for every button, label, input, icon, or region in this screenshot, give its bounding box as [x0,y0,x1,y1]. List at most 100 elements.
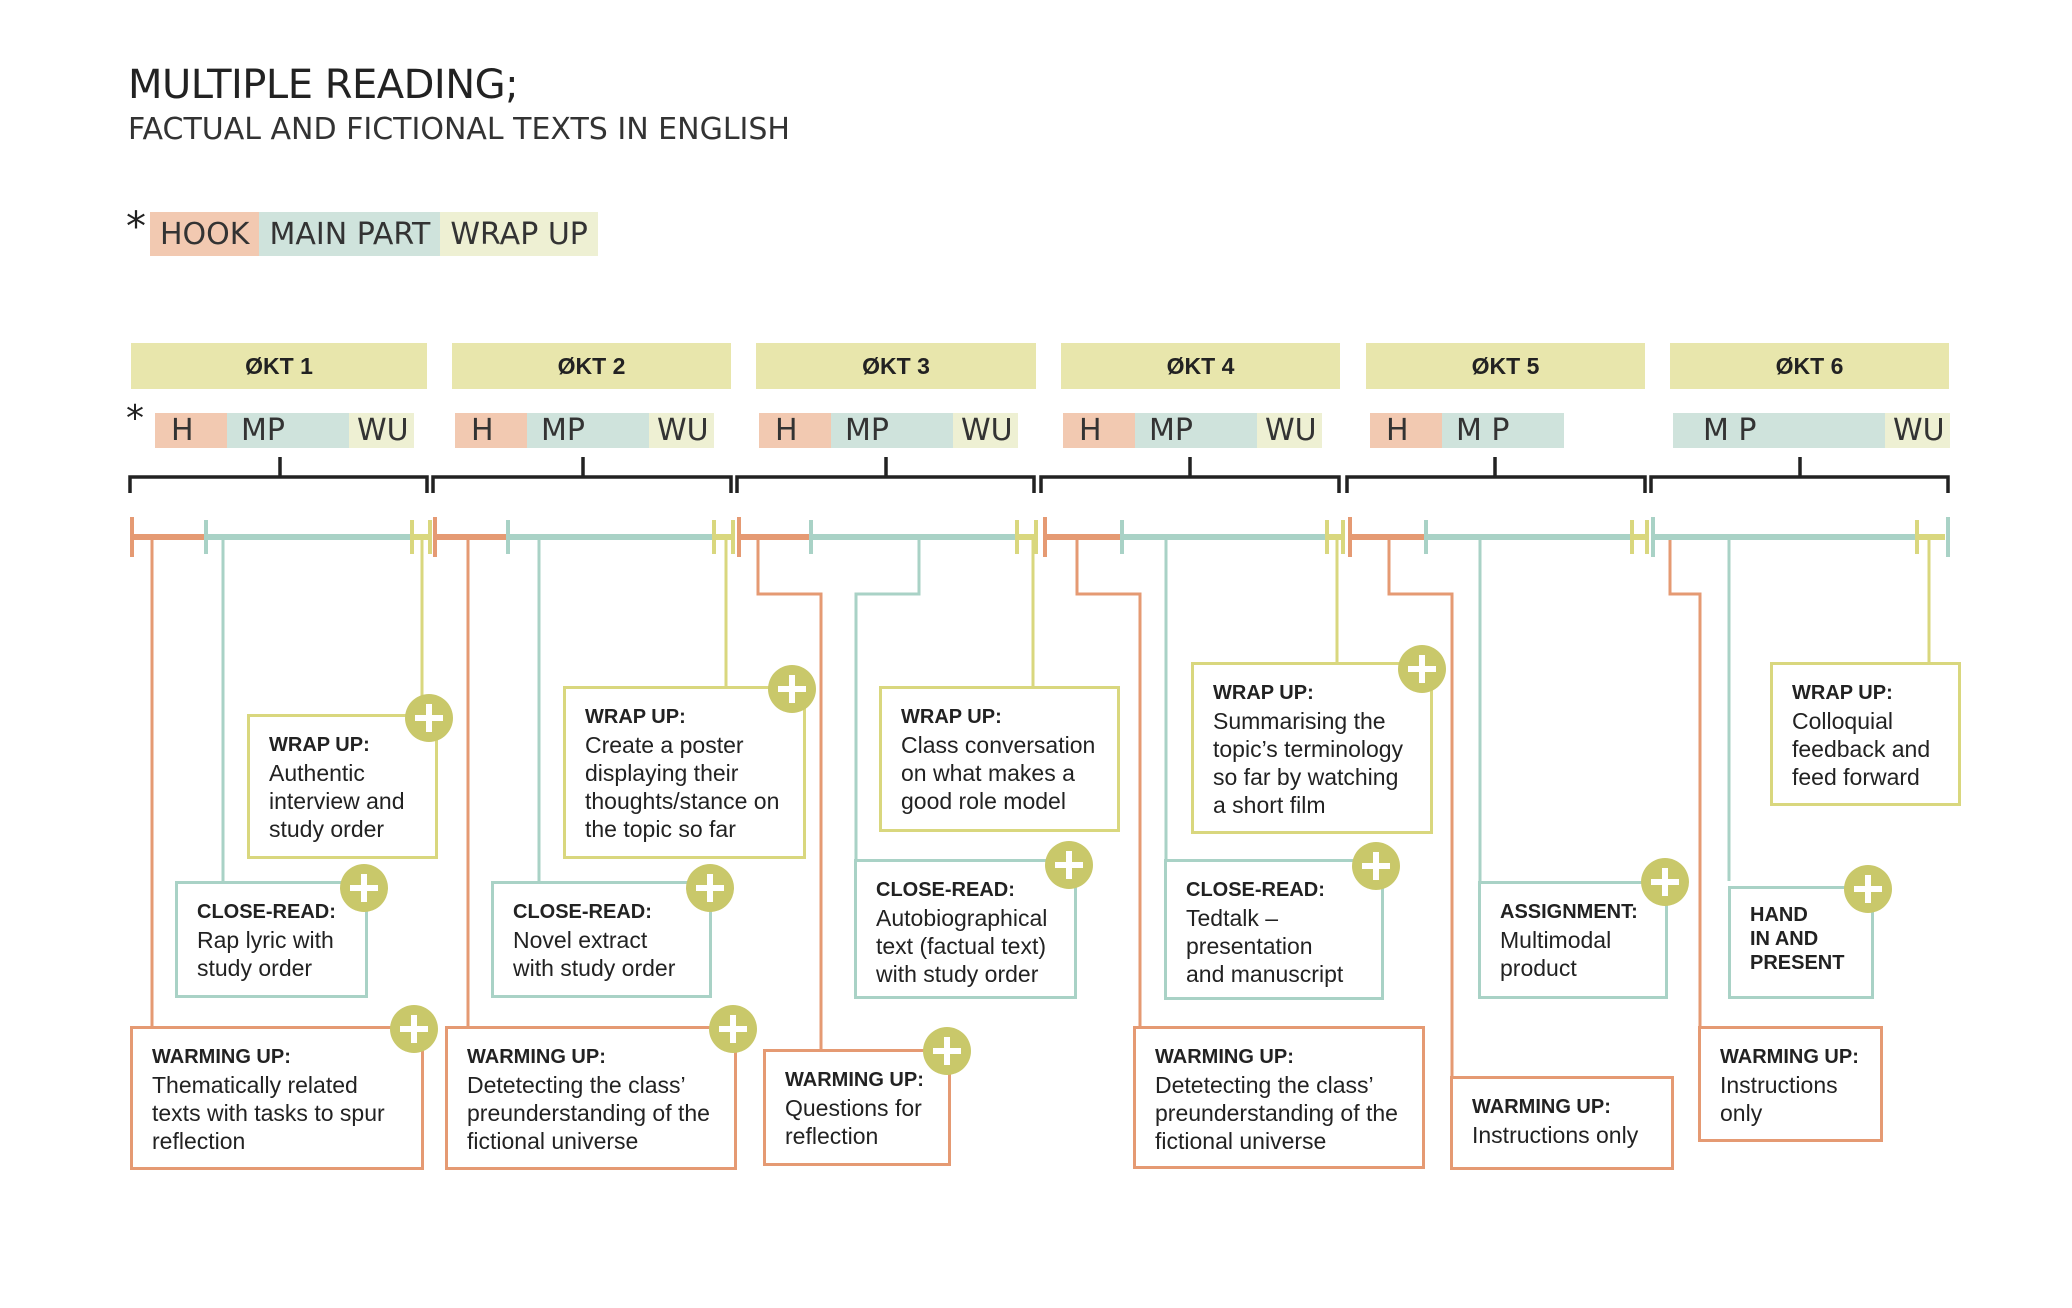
session-3-phases: H MP WU [759,407,1018,453]
box-title: WRAP UP: [269,734,370,756]
box-wrap-up-3: WRAP UP: Class conversation on what make… [879,686,1120,832]
box-warming-up-1: WARMING UP: Thematically related texts w… [130,1026,424,1170]
phase-main: MP [227,412,349,448]
phase-hook: H [1063,412,1135,448]
legend-main-part: MAIN PART [259,212,441,256]
phase-hook: H [455,412,527,448]
box-title: WARMING UP: [1720,1046,1859,1068]
box-title: CLOSE-READ: [876,879,1015,901]
box-body: Colloquial feedback and feed forward [1792,708,1931,790]
session-4-phases: H MP WU [1063,407,1322,453]
box-body: Authentic interview and study order [269,760,405,842]
box-title: CLOSE-READ: [1186,879,1325,901]
box-body: Questions for reflection [785,1095,922,1149]
plus-icon[interactable] [340,864,388,912]
plus-icon[interactable] [686,864,734,912]
phase-wrap: WU [1885,412,1950,448]
session-header-2: ØKT 2 [452,343,731,389]
session-1-phases: H MP WU [155,407,414,453]
plus-icon[interactable] [1641,858,1689,906]
legend-wrap-up: WRAP UP [440,212,598,256]
phase-hook: H [1370,412,1442,448]
box-wrap-up-2: WRAP UP: Create a poster displaying thei… [563,686,806,859]
phase-main: MP [527,412,649,448]
session-header-4: ØKT 4 [1061,343,1340,389]
session-2-phases: H MP WU [455,407,714,453]
plus-icon[interactable] [1045,841,1093,889]
phase-wrap: WU [349,412,414,448]
box-warming-up-3: WARMING UP: Questions for reflection [763,1049,951,1166]
phase-main: M P [1673,412,1885,448]
box-wrap-up-4: WRAP UP: Summarising the topic’s termino… [1191,662,1433,834]
box-body: Summarising the topic’s terminology so f… [1213,708,1404,818]
box-body: Detetecting the class’ preunderstanding … [1155,1072,1398,1154]
box-hand-in-6: HAND IN AND PRESENT [1728,886,1874,999]
session-5-phases: H M P [1370,407,1564,453]
box-title: WRAP UP: [585,706,686,728]
box-body: Novel extract with study order [513,927,676,981]
session-brackets [128,457,1950,493]
plus-icon[interactable] [709,1005,757,1053]
box-title: CLOSE-READ: [197,901,336,923]
box-body: Create a poster displaying their thought… [585,732,780,842]
box-body: Autobiographical text (factual text) wit… [876,905,1048,987]
phase-star: * [126,398,144,439]
box-title: WARMING UP: [1155,1046,1294,1068]
legend-hook: HOOK [150,212,260,256]
session-header-5: ØKT 5 [1366,343,1645,389]
plus-icon[interactable] [1398,645,1446,693]
plus-icon[interactable] [768,665,816,713]
box-title: WRAP UP: [1792,682,1893,704]
box-title: ASSIGNMENT: [1500,901,1638,923]
box-title: WARMING UP: [785,1069,924,1091]
plus-icon[interactable] [405,694,453,742]
box-warming-up-2: WARMING UP: Detetecting the class’ preun… [445,1026,737,1170]
box-warming-up-5: WARMING UP: Instructions only [1450,1076,1674,1170]
page-title: MULTIPLE READING; [128,62,519,108]
box-warming-up-4: WARMING UP: Detetecting the class’ preun… [1133,1026,1425,1169]
phase-wrap: WU [649,412,714,448]
page-subtitle: FACTUAL AND FICTIONAL TEXTS IN ENGLISH [128,112,790,147]
plus-icon[interactable] [1352,842,1400,890]
phase-hook: H [155,412,227,448]
box-assignment-5: ASSIGNMENT: Multimodal product [1478,881,1668,999]
session-header-3: ØKT 3 [756,343,1036,389]
plus-icon[interactable] [390,1005,438,1053]
session-header-6: ØKT 6 [1670,343,1949,389]
box-body: Multimodal product [1500,927,1612,981]
box-body: Detetecting the class’ preunderstanding … [467,1072,710,1154]
legend-star: * [126,204,146,250]
phase-main: MP [1135,412,1257,448]
phase-wrap: WU [953,412,1018,448]
phase-hook: H [759,412,831,448]
box-body: Instructions only [1720,1072,1838,1126]
session-header-1: ØKT 1 [131,343,427,389]
box-title: WARMING UP: [1472,1096,1611,1118]
box-close-read-4: CLOSE-READ: Tedtalk – presentation and m… [1164,859,1384,1000]
box-body: Thematically related texts with tasks to… [152,1072,385,1154]
box-title: CLOSE-READ: [513,901,652,923]
box-wrap-up-1: WRAP UP: Authentic interview and study o… [247,714,438,859]
box-close-read-3: CLOSE-READ: Autobiographical text (factu… [854,859,1077,999]
box-warming-up-6: WARMING UP: Instructions only [1698,1026,1883,1142]
box-close-read-2: CLOSE-READ: Novel extract with study ord… [491,881,712,998]
session-6-phases: M P WU [1673,407,1950,453]
box-body: Instructions only [1472,1122,1639,1148]
plus-icon[interactable] [923,1027,971,1075]
plus-icon[interactable] [1844,865,1892,913]
box-title: HAND IN AND PRESENT [1750,904,1845,974]
legend: HOOK MAIN PART WRAP UP [150,212,598,256]
box-body: Rap lyric with study order [197,927,334,981]
box-body: Class conversation on what makes a good … [901,732,1096,814]
box-title: WRAP UP: [1213,682,1314,704]
box-wrap-up-6: WRAP UP: Colloquial feedback and feed fo… [1770,662,1961,806]
phase-main: MP [831,412,953,448]
box-title: WARMING UP: [467,1046,606,1068]
box-title: WRAP UP: [901,706,1002,728]
box-close-read-1: CLOSE-READ: Rap lyric with study order [175,881,368,998]
phase-wrap: WU [1257,412,1322,448]
phase-main: M P [1442,412,1564,448]
box-title: WARMING UP: [152,1046,291,1068]
box-body: Tedtalk – presentation and manuscript [1186,905,1344,987]
